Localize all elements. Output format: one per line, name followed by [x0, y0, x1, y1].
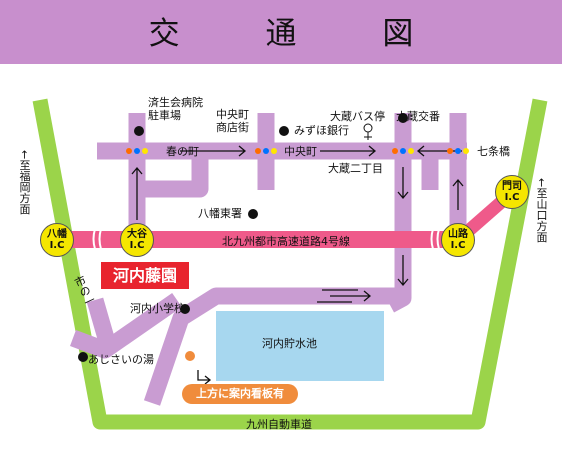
yahata-police-label: 八幡東署: [198, 207, 242, 220]
kawachi-reservoir: [216, 311, 384, 381]
moji-ic-suffix: I.C: [504, 192, 520, 203]
road-saiseikai-connector: [137, 151, 209, 198]
saiseikai-label: 済生会病院 駐車場: [148, 96, 203, 122]
okura-bus-label: 大蔵バス停: [330, 110, 385, 123]
kawachi-school-marker: [180, 304, 190, 314]
bank-symbol: [363, 123, 373, 133]
yahata-ic-marker: 八幡 I.C: [40, 223, 74, 257]
expressway-label: 北九州都市高速道路4号線: [222, 235, 350, 248]
moji-ic-marker: 門司 I.C: [495, 175, 529, 209]
kyushu-expressway-label: 九州自動車道: [246, 418, 312, 431]
kyushu-expressway: [32, 98, 548, 430]
yamaguchi-direction-label: ←至山口方面: [535, 178, 548, 243]
kawachi-fujien-label: 河内藤園: [101, 262, 189, 289]
saiseikai-marker: [134, 126, 144, 136]
ajisai-marker: [78, 352, 88, 362]
title-bar: [0, 0, 562, 64]
yahata-police-marker: [248, 209, 258, 219]
road-okura-vertical: [385, 113, 412, 313]
sanro-ic-suffix: I.C: [450, 240, 466, 251]
kawachi-school-label: 河内小学校: [130, 302, 185, 315]
okura-koban-label: 大蔵交番: [396, 110, 440, 123]
page-title: 交 通 図: [148, 16, 452, 52]
moji-ic-name: 門司: [502, 181, 522, 192]
ohtani-ic-name: 大谷: [127, 229, 147, 240]
yahata-ic-name: 八幡: [47, 229, 67, 240]
chuomachi-label: 中央町: [284, 145, 317, 158]
signboard-notice: 上方に案内看板有: [182, 384, 298, 404]
ohtani-ic-suffix: I.C: [129, 240, 145, 251]
yahata-ic-suffix: I.C: [49, 240, 65, 251]
reservoir-label: 河内貯水池: [262, 337, 317, 350]
chuo-shotengai-label: 中央町 商店街: [216, 108, 249, 134]
signboard-marker: [185, 351, 195, 361]
fukuoka-direction-label: ←至福岡方面: [18, 150, 31, 215]
mizuho-label: みずほ銀行: [294, 124, 349, 137]
ajisai-label: あじさいの湯: [88, 353, 154, 366]
okura-nichome-label: 大蔵二丁目: [328, 162, 383, 175]
road-left-upper: [86, 297, 119, 355]
okura-koban-marker: [398, 113, 408, 123]
sanro-ic-name: 山路: [448, 229, 468, 240]
nanajobashi-label: 七条橋: [477, 145, 510, 158]
harunomachi-label: 春の町: [166, 145, 199, 158]
ohtani-ic-marker: 大谷 I.C: [120, 223, 154, 257]
mizuho-marker: [279, 126, 289, 136]
sanro-ic-marker: 山路 I.C: [441, 223, 475, 257]
road-lower-curve: [143, 287, 403, 406]
